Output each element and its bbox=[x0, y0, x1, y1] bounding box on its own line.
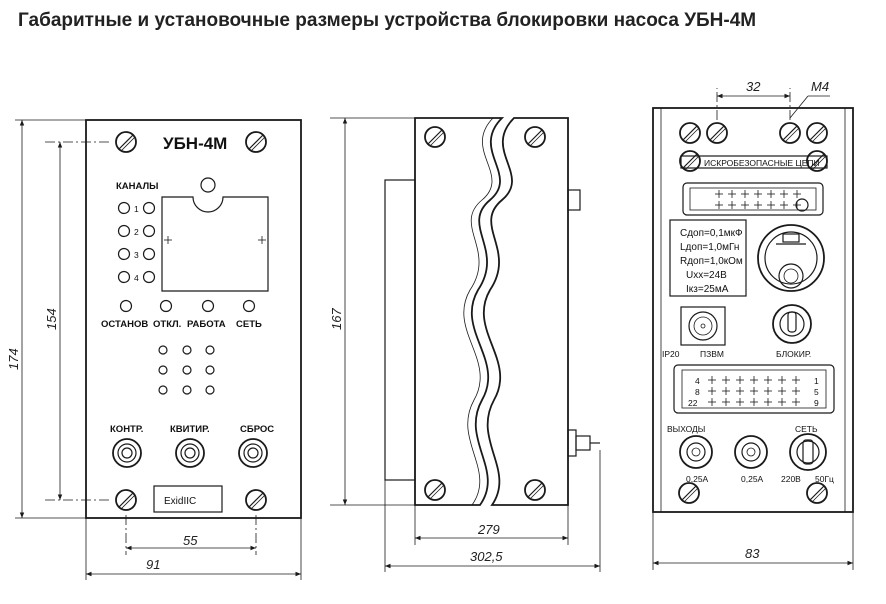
lock-label: БЛОКИР. bbox=[776, 349, 811, 359]
dim-91: 91 bbox=[146, 557, 160, 572]
screw-icon bbox=[424, 479, 446, 501]
rear-view: ИСКРОБЕЗОПАСНЫЕ ЦЕПИ Cдоп=0,1мкФ Lдоп=1,… bbox=[652, 79, 854, 570]
dim-55: 55 bbox=[183, 533, 198, 548]
terminal-mark: 5 bbox=[814, 387, 819, 397]
lock-toggle[interactable] bbox=[772, 304, 812, 344]
screw-icon bbox=[806, 482, 828, 504]
screw-icon bbox=[679, 122, 701, 144]
side-body-front bbox=[414, 117, 505, 506]
button-label-reset: СБРОС bbox=[240, 424, 274, 435]
fuse2-rating: 0,25А bbox=[741, 474, 764, 484]
channel-number: 4 bbox=[134, 273, 139, 283]
fuse-holder bbox=[734, 435, 768, 469]
channel-number: 1 bbox=[134, 204, 139, 214]
param-inductance: Lдоп=1,0мГн bbox=[680, 242, 739, 253]
dim-302-5: 302,5 bbox=[470, 549, 503, 564]
reset-button[interactable] bbox=[238, 438, 268, 468]
power-switch[interactable] bbox=[789, 433, 827, 471]
params-box bbox=[669, 219, 747, 297]
outputs-label: ВЫХОДЫ bbox=[667, 424, 705, 434]
fuse-holder bbox=[679, 435, 713, 469]
terminal-mark: 9 bbox=[814, 398, 819, 408]
screw-icon bbox=[424, 126, 446, 148]
ex-marking: ExidIIC bbox=[164, 496, 196, 507]
screw-icon bbox=[706, 122, 728, 144]
ip-label: IP20 bbox=[662, 349, 680, 359]
thread-m4: M4 bbox=[811, 79, 829, 94]
param-resistance: Rдоп=1,0кОм bbox=[680, 256, 743, 267]
connector-label: ПЗВМ bbox=[700, 349, 724, 359]
button-label-ack: КВИТИР. bbox=[170, 424, 210, 435]
strip-label: ИСКРОБЕЗОПАСНЫЕ ЦЕПИ bbox=[704, 158, 820, 168]
screw-icon bbox=[524, 126, 546, 148]
status-leds bbox=[119, 299, 256, 313]
channel-leds: 1 2 3 4 bbox=[117, 201, 156, 284]
button-label-control: КОНТР. bbox=[110, 424, 143, 435]
param-current: Iкз=25мА bbox=[686, 284, 729, 295]
connector-pzvm bbox=[680, 306, 726, 346]
round-cap bbox=[757, 224, 825, 292]
front-panel-outline bbox=[85, 119, 302, 519]
side-view: 167 279 302,5 bbox=[329, 117, 601, 572]
screw-icon bbox=[245, 489, 267, 511]
param-capacitance: Cдоп=0,1мкФ bbox=[680, 228, 743, 239]
dim-167: 167 bbox=[329, 308, 344, 330]
display-window bbox=[161, 196, 269, 292]
front-view: УБН-4М КАНАЛЫ 1 2 3 4 ОСТАНОВ ОТКЛ. РАБО… bbox=[6, 119, 302, 580]
dim-279: 279 bbox=[477, 522, 500, 537]
dim-83: 83 bbox=[745, 546, 760, 561]
side-dimensions: 167 279 302,5 bbox=[329, 117, 601, 572]
terminal-mark: 4 bbox=[695, 376, 700, 386]
channels-label: КАНАЛЫ bbox=[116, 181, 158, 192]
terminal-crosses-bottom bbox=[707, 375, 801, 407]
terminal-crosses-top bbox=[714, 189, 802, 210]
terminal-mark: 22 bbox=[688, 398, 698, 408]
terminal-block-top bbox=[682, 182, 824, 216]
dim-32: 32 bbox=[746, 79, 761, 94]
side-body-rear bbox=[483, 117, 569, 506]
param-voltage: Uxx=24В bbox=[686, 270, 727, 281]
channel-number: 3 bbox=[134, 250, 139, 260]
status-label-work: РАБОТА bbox=[187, 319, 226, 330]
model-name: УБН-4М bbox=[163, 134, 227, 153]
rear-dimensions: 32 M4 83 bbox=[652, 79, 854, 570]
channel-number: 2 bbox=[134, 227, 139, 237]
indicator-led bbox=[200, 177, 216, 193]
control-button[interactable] bbox=[112, 438, 142, 468]
side-rail bbox=[384, 179, 416, 481]
screw-icon bbox=[524, 479, 546, 501]
led-matrix bbox=[158, 345, 215, 395]
dim-174: 174 bbox=[6, 348, 21, 370]
strip-plate bbox=[680, 155, 828, 169]
front-dimensions: 174 154 55 91 bbox=[6, 119, 302, 580]
rear-panel-outline bbox=[652, 107, 854, 513]
page-title: Габаритные и установочные размеры устрой… bbox=[18, 10, 757, 31]
status-label-off: ОТКЛ. bbox=[153, 319, 181, 330]
screw-icon bbox=[245, 131, 267, 153]
status-label-stop: ОСТАНОВ bbox=[101, 319, 148, 330]
power-label: СЕТЬ bbox=[795, 424, 818, 434]
ack-button[interactable] bbox=[175, 438, 205, 468]
voltage-label: 220В bbox=[781, 474, 801, 484]
terminal-mark: 8 bbox=[695, 387, 700, 397]
screw-icon bbox=[115, 131, 137, 153]
screw-icon bbox=[806, 122, 828, 144]
terminal-mark: 1 bbox=[814, 376, 819, 386]
ex-marking-plate bbox=[153, 485, 223, 513]
frequency-label: 50Гц bbox=[815, 474, 834, 484]
dim-154: 154 bbox=[44, 308, 59, 330]
fuse1-rating: 0,25А bbox=[686, 474, 709, 484]
screw-icon bbox=[115, 489, 137, 511]
terminal-block-bottom bbox=[673, 364, 835, 414]
status-label-network: СЕТЬ bbox=[236, 319, 262, 330]
screw-icon bbox=[779, 122, 801, 144]
screw-icon bbox=[678, 482, 700, 504]
